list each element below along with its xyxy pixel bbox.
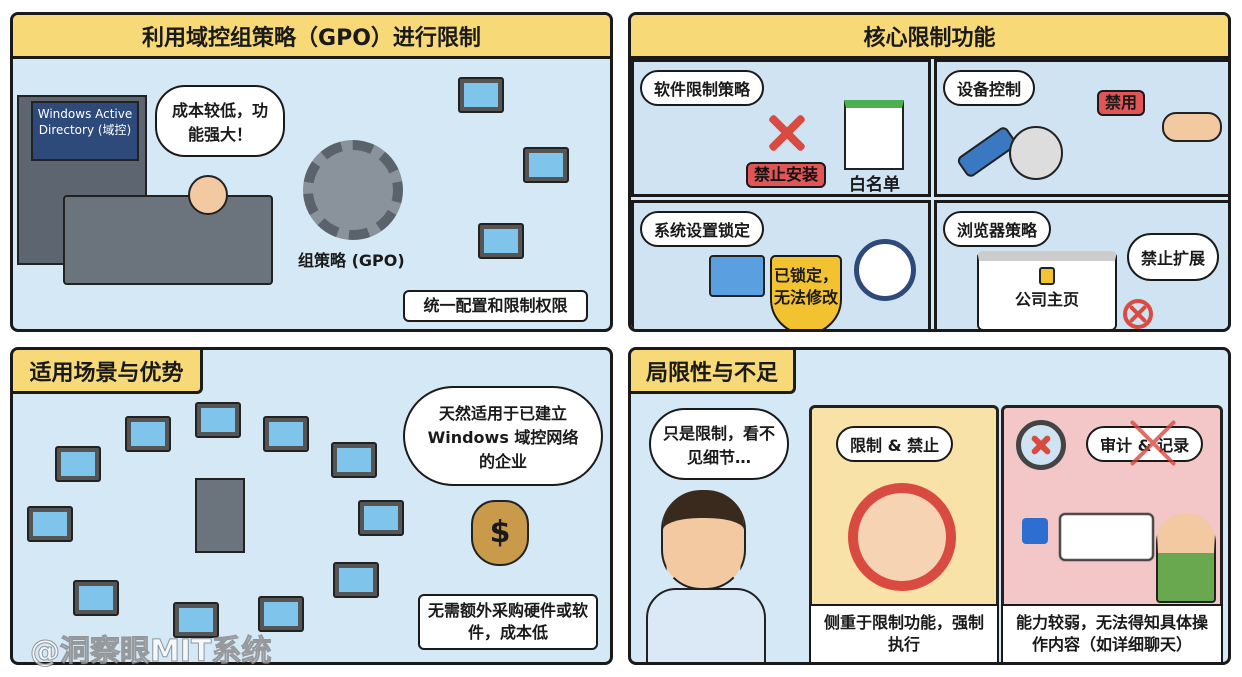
computer-icon xyxy=(55,446,101,482)
server-screen: Windows Active Directory (域控) xyxy=(31,101,139,161)
gear-label: 组策略 (GPO) xyxy=(298,251,405,270)
computer-icon xyxy=(263,416,309,452)
panel-gpo: 利用域控组策略（GPO）进行限制 Windows Active Director… xyxy=(10,12,613,332)
computer-icon xyxy=(523,147,569,183)
whitelist-label: 白名单 xyxy=(849,175,900,195)
console-desk xyxy=(63,195,273,285)
homepage-label: 公司主页 xyxy=(1014,290,1079,309)
computer-icon xyxy=(358,500,404,536)
lock-icon xyxy=(1039,267,1055,285)
panel-advantages: 适用场景与优势 天然适用于已建立 Windows 域控网络的企业 $ 无需额外采… xyxy=(10,347,613,665)
gear-icon xyxy=(303,140,403,240)
device-control: 设备控制 禁用 xyxy=(934,59,1228,197)
locked-shield: 已锁定，无法修改 xyxy=(770,255,842,329)
software-restriction: 软件限制策略 禁止安装 白名单 xyxy=(631,59,931,197)
person-body xyxy=(646,588,766,662)
x-icon xyxy=(1029,433,1053,457)
speech-bubble: 天然适用于已建立 Windows 域控网络的企业 xyxy=(403,386,603,486)
settings-card-icon xyxy=(709,255,765,297)
tag: 限制 & 禁止 xyxy=(836,426,954,462)
caption: 无需额外采购硬件或软件，成本低 xyxy=(418,594,598,650)
computer-icon xyxy=(125,416,171,452)
ban-install-label: 禁止安装 xyxy=(746,162,826,188)
money-bag-icon: $ xyxy=(471,500,529,566)
browser-policy: 浏览器策略 公司主页 禁止扩展 xyxy=(934,200,1228,329)
computer-icon xyxy=(478,223,524,259)
disc-icon xyxy=(1009,126,1063,180)
tag: 系统设置锁定 xyxy=(640,211,765,247)
caption: 能力较弱，无法得知具体操作内容（如详细聊天） xyxy=(1001,604,1223,662)
computer-icon xyxy=(73,580,119,616)
panel-limitations: 局限性与不足 只是限制，看不见细节… 限制 & 禁止 侧重于限制功能，强制执行 … xyxy=(628,347,1231,665)
browser-window: 公司主页 xyxy=(977,251,1117,329)
system-lock: 系统设置锁定 已锁定，无法修改 xyxy=(631,200,931,329)
watermark: @洞察眼MIT系统 xyxy=(29,634,272,670)
tag: 设备控制 xyxy=(943,70,1036,106)
blurred-chat-bubble xyxy=(1059,513,1154,561)
person-with-phone xyxy=(1156,513,1216,603)
computer-icon xyxy=(195,402,241,438)
tag: 浏览器策略 xyxy=(943,211,1052,247)
magnifier-x-icon xyxy=(1016,420,1066,470)
central-server xyxy=(195,478,245,553)
audit-section: 审计 & 记录 能力较弱，无法得知具体操作内容（如详细聊天） xyxy=(1001,405,1223,662)
no-extension-icon xyxy=(1123,299,1153,329)
panel-core-functions: 核心限制功能 软件限制策略 禁止安装 白名单 设备控制 禁用 系统设置锁定 已锁… xyxy=(628,12,1231,332)
tag: 软件限制策略 xyxy=(640,70,765,106)
messenger-icon xyxy=(1022,518,1048,544)
computer-icon xyxy=(333,562,379,598)
hand-usb-icon xyxy=(1162,112,1222,142)
speech-bubble: 成本较低，功能强大！ xyxy=(155,85,285,157)
disabled-sign: 禁用 xyxy=(1097,90,1145,116)
computer-icon xyxy=(173,602,219,638)
computer-icon xyxy=(458,77,504,113)
panel-title: 局限性与不足 xyxy=(631,350,796,394)
thinking-person xyxy=(661,490,746,590)
clock-icon xyxy=(854,239,916,301)
panel-title: 利用域控组策略（GPO）进行限制 xyxy=(13,15,610,59)
cross-out-icon xyxy=(1122,412,1184,474)
computer-icon xyxy=(27,506,73,542)
computer-icon xyxy=(331,442,377,478)
computer-icon xyxy=(258,596,304,632)
cloud-bubble: 禁止扩展 xyxy=(1127,233,1220,281)
restrict-section: 限制 & 禁止 侧重于限制功能，强制执行 xyxy=(809,405,999,662)
no-muscle-icon xyxy=(848,483,956,591)
caption: 侧重于限制功能，强制执行 xyxy=(809,604,999,662)
caption: 统一配置和限制权限 xyxy=(403,290,588,322)
panel-title: 核心限制功能 xyxy=(631,15,1228,59)
thought-bubble: 只是限制，看不见细节… xyxy=(649,408,789,480)
admin-person xyxy=(188,175,228,215)
x-icon xyxy=(764,110,810,156)
whitelist-icon xyxy=(844,100,904,170)
panel-title: 适用场景与优势 xyxy=(13,350,203,394)
